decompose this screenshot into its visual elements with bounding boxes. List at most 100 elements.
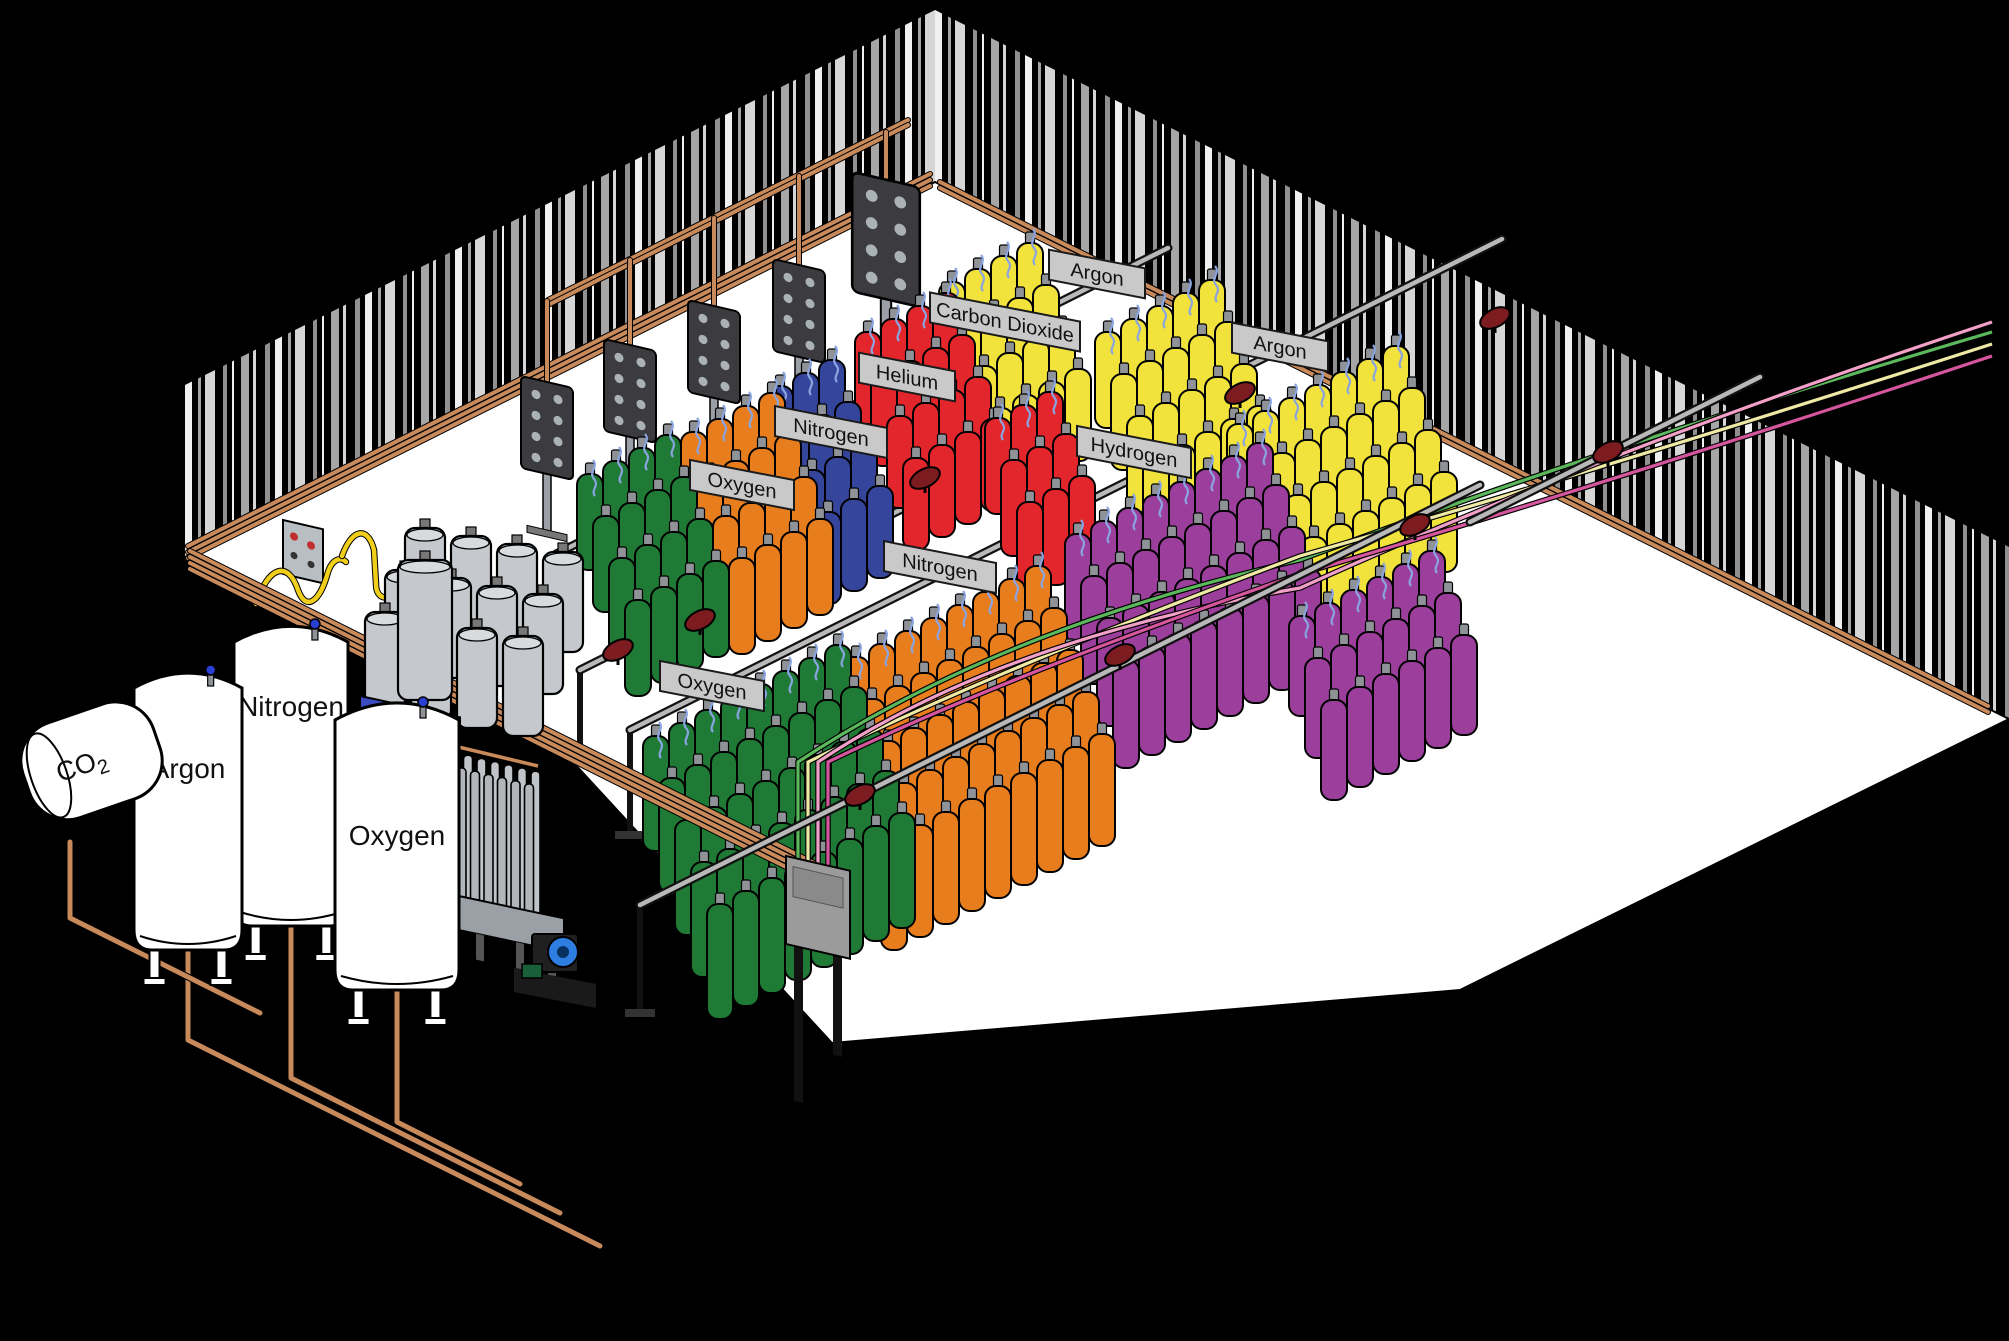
hoist-trolley [602,638,634,665]
connection-hose [1397,331,1404,369]
hoist-trolley [844,783,876,810]
connection-hose [1355,575,1362,613]
gas-cylinder [984,774,1012,899]
connection-hose [869,317,876,355]
gas-cylinder [1398,649,1426,762]
connection-hose [1371,344,1378,382]
connection-hose [1241,409,1248,447]
connection-hose [1079,519,1086,557]
cylinder-group-oxygen [576,420,730,697]
connection-hose [683,708,690,746]
gas-cylinder [706,892,734,1020]
rail-label-argon: Argon [1231,321,1329,373]
gas-cylinder [754,533,782,642]
gas-cylinder [958,787,986,912]
connection-hose [1131,493,1138,531]
connection-hose [721,404,728,442]
hoist-trolley [1399,513,1431,540]
liquid-dewar [396,550,454,702]
liquid-dewar [455,618,499,730]
hoist-trolley [1224,381,1256,408]
gas-cylinder [1372,662,1400,775]
tank-label: Nitrogen [238,691,344,722]
connection-hose [833,345,840,383]
storage-tank-nitrogen: Nitrogen [232,618,350,962]
gas-cylinder [1450,623,1478,736]
connection-hose [695,417,702,455]
gas-cylinder [954,420,982,525]
cylinder-group-nitrogen [816,551,1116,951]
connection-hose [1235,441,1242,479]
connection-hose [1329,588,1336,626]
hoist-trolley [1104,643,1136,670]
connection-hose [1109,317,1116,355]
liquid-dewar [501,626,545,738]
gas-cylinder [840,487,868,592]
connection-hose [1407,549,1414,587]
gas-cylinder [1010,761,1038,886]
connection-hose [1213,265,1220,303]
connection-hose [839,630,846,668]
gas-cylinder [888,801,916,929]
gas-cylinder [902,446,930,551]
connection-hose [1039,551,1046,589]
tank-label: Oxygen [349,820,446,851]
gas-cylinder [1062,735,1090,860]
connection-hose [1267,396,1274,434]
gas-cylinder [758,866,786,994]
connection-hose [999,403,1006,441]
control-box [282,518,324,585]
connection-hose [1187,278,1194,316]
connection-hose [961,590,968,628]
gas-cylinder [1346,675,1374,788]
hoist-trolley [1479,306,1511,333]
hoist-trolley [1592,440,1624,467]
co2-pipe-run [66,838,264,1017]
gas-cylinder [1088,722,1116,847]
manifold-panel [772,258,826,426]
tank-pipe-run-1 [184,948,604,1250]
connection-hose [669,420,676,458]
connection-hose [813,643,820,681]
rail-label-helium: Helium [858,351,956,403]
connection-hose [1381,562,1388,600]
connection-hose [1135,304,1142,342]
connection-hose [1345,357,1352,395]
cylinder-group-hydrogen [1288,536,1478,801]
gas-cylinder [732,879,760,1007]
gas-cylinder [806,507,834,616]
connection-hose [1105,506,1112,544]
hoist-trolley [909,466,941,493]
connection-hose [1319,370,1326,408]
connection-hose [935,603,942,641]
cylinder-group-helium [984,377,1096,599]
supply-line [805,341,1993,874]
storage-tank-argon: Argon [132,664,244,986]
gas-cylinder [1320,688,1348,801]
fill-hose-yellow [252,556,350,608]
storage-tank-oxygen: Oxygen [333,696,461,1026]
supply-line [815,319,1993,874]
connection-hose [747,391,754,429]
overhead-pipe-run [545,117,911,308]
connection-hose [921,291,928,329]
connection-hose [1013,564,1020,602]
left-wall-pipe-run [185,171,933,561]
gas-cylinder [728,546,756,655]
hoist-trolley [684,608,716,635]
rail-label-nitrogen: Nitrogen [774,404,888,460]
connection-hose [657,721,664,759]
connection-hose [787,656,794,694]
connection-hose [1005,241,1012,279]
connection-hose [883,629,890,667]
connection-hose [1161,291,1168,329]
connection-hose [1433,536,1440,574]
manifold-panel [520,375,574,543]
rail-label-argon: Argon [1048,248,1146,300]
storage-tank-co2: CO2 [19,700,164,822]
connection-hose [1051,377,1058,415]
compressor-pump [514,933,596,1008]
connection-hose [1157,480,1164,518]
left-wall [185,10,935,557]
gas-cylinder [780,520,808,629]
